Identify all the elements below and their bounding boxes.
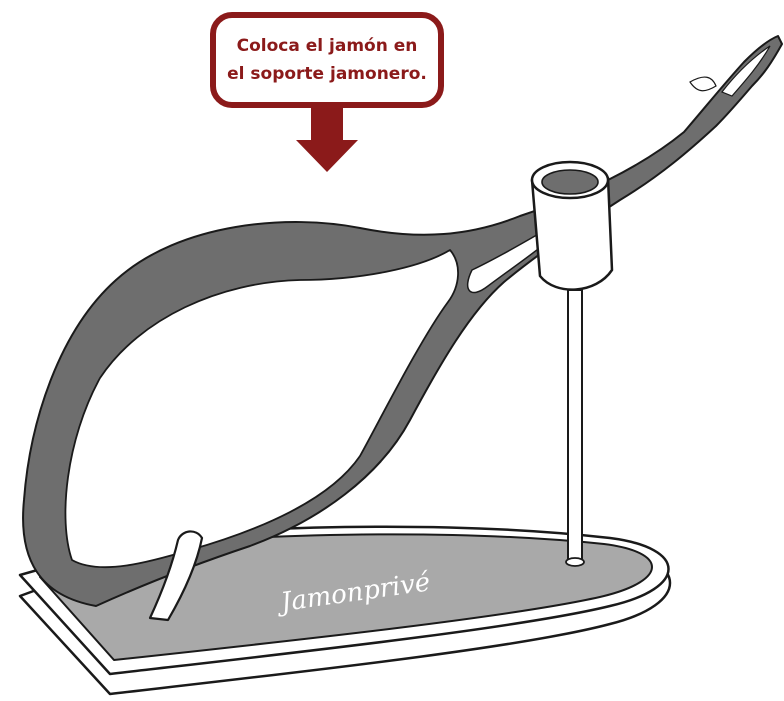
stand-post xyxy=(566,290,584,566)
instruction-line-1: Coloca el jamón en xyxy=(237,32,418,60)
instruction-callout: Coloca el jamón en el soporte jamonero. xyxy=(210,12,444,108)
ham-leg xyxy=(23,36,782,606)
instruction-line-2: el soporte jamonero. xyxy=(227,60,427,88)
stand-ring-clamp xyxy=(532,162,612,290)
down-arrow-icon xyxy=(296,108,358,172)
